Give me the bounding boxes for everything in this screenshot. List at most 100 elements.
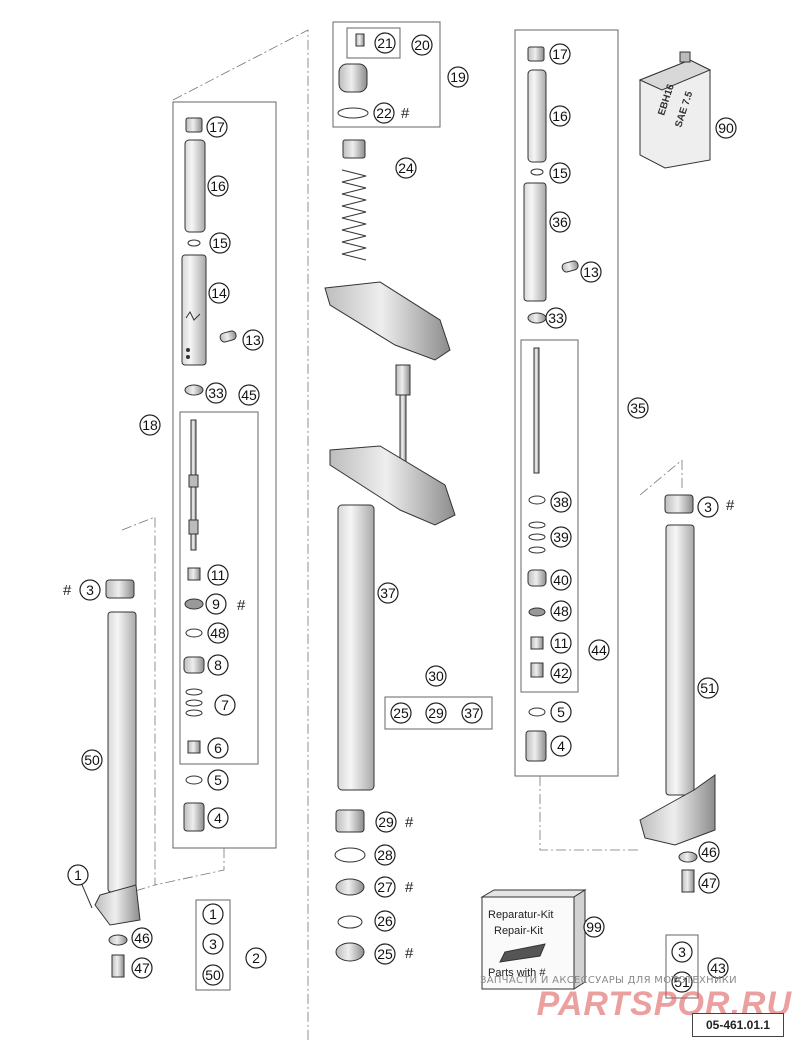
callout-circle xyxy=(697,496,719,518)
callout-label: 27 xyxy=(377,879,393,895)
callout-label: 42 xyxy=(553,665,569,681)
callout-3: 3 xyxy=(79,579,101,601)
callout-circle xyxy=(550,701,572,723)
callout-circle xyxy=(545,307,567,329)
callout-circle xyxy=(131,957,153,979)
callout-36: 36 xyxy=(549,211,571,233)
callout-label: 50 xyxy=(205,967,221,983)
callout-7: 7 xyxy=(214,694,236,716)
callout-circle xyxy=(214,694,236,716)
callout-17: 17 xyxy=(549,43,571,65)
callout-circle xyxy=(207,564,229,586)
callout-circle xyxy=(461,702,483,724)
callout-circle xyxy=(583,916,605,938)
callout-circle xyxy=(580,261,602,283)
center-parts xyxy=(324,33,456,962)
callout-label: 2 xyxy=(252,950,260,966)
callout-42: 42 xyxy=(550,662,572,684)
callout-circle xyxy=(208,282,230,304)
callout-label: 16 xyxy=(210,178,226,194)
callout-label: 4 xyxy=(214,810,222,826)
callout-label: 3 xyxy=(704,499,712,515)
callout-circle xyxy=(131,927,153,949)
callout-20: 20 xyxy=(411,34,433,56)
callout-label: 46 xyxy=(701,844,717,860)
callout-label: 13 xyxy=(583,264,599,280)
callout-circle xyxy=(202,903,224,925)
callout-circle xyxy=(697,677,719,699)
callout-circle xyxy=(373,102,395,124)
callout-11: 11 xyxy=(550,632,572,654)
callout-label: 4 xyxy=(557,738,565,754)
hash-mark: # xyxy=(405,814,414,831)
callout-28: 28 xyxy=(374,844,396,866)
callout-circle xyxy=(374,876,396,898)
callout-label: 11 xyxy=(554,635,569,651)
callout-43: 43 xyxy=(707,957,729,979)
callout-circle xyxy=(67,864,89,886)
callout-label: 48 xyxy=(553,603,569,619)
callout-11: 11 xyxy=(207,564,229,586)
callout-circle xyxy=(374,32,396,54)
callout-label: 26 xyxy=(377,913,393,929)
callout-label: 28 xyxy=(377,847,393,863)
callout-label: 3 xyxy=(678,944,686,960)
callout-circle xyxy=(671,941,693,963)
left-leg-parts xyxy=(79,117,237,978)
callout-27: 27 xyxy=(374,876,396,898)
callout-label: 51 xyxy=(674,974,690,990)
callout-15: 15 xyxy=(209,232,231,254)
callout-label: 47 xyxy=(701,875,717,891)
callout-circle xyxy=(550,491,572,513)
callout-label: 36 xyxy=(552,214,568,230)
watermark-tagline: ЗАПЧАСТИ И АКСЕССУАРЫ ДЛЯ МОТОТЕХНИКИ xyxy=(480,975,737,986)
callout-label: 15 xyxy=(552,165,568,181)
callout-9: 9 xyxy=(205,593,227,615)
callout-21: 21 xyxy=(374,32,396,54)
callout-circle xyxy=(207,807,229,829)
callout-circle xyxy=(377,582,399,604)
callout-label: 46 xyxy=(134,930,150,946)
callout-15: 15 xyxy=(549,162,571,184)
callout-label: 99 xyxy=(586,919,602,935)
callout-label: 35 xyxy=(630,400,646,416)
callout-label: 1 xyxy=(74,867,82,883)
callout-29: 29 xyxy=(425,702,447,724)
callout-label: 25 xyxy=(393,705,409,721)
hash-mark: # xyxy=(405,945,414,962)
callout-46: 46 xyxy=(698,841,720,863)
hash-mark: # xyxy=(237,597,246,614)
callout-label: 50 xyxy=(84,752,100,768)
callout-48: 48 xyxy=(550,600,572,622)
callout-circle xyxy=(202,964,224,986)
group-frames xyxy=(172,21,699,999)
kit-box-label-3: Parts with # xyxy=(488,967,546,979)
callout-circle xyxy=(425,702,447,724)
callout-50: 50 xyxy=(202,964,224,986)
callout-circle xyxy=(207,622,229,644)
callout-label: 19 xyxy=(450,69,466,85)
callout-circle xyxy=(205,382,227,404)
callout-50: 50 xyxy=(81,749,103,771)
callout-13: 13 xyxy=(580,261,602,283)
callout-38: 38 xyxy=(550,491,572,513)
callout-circle xyxy=(698,872,720,894)
callout-circle xyxy=(375,811,397,833)
callout-label: 43 xyxy=(710,960,726,976)
callout-label: 5 xyxy=(557,704,565,720)
callout-circle xyxy=(374,910,396,932)
callout-circle xyxy=(550,526,572,548)
callout-circle xyxy=(238,384,260,406)
callout-circle xyxy=(550,735,572,757)
callout-label: 15 xyxy=(212,235,228,251)
callout-99: 99 xyxy=(583,916,605,938)
callout-label: 33 xyxy=(208,385,224,401)
callout-circle xyxy=(627,397,649,419)
callout-25: 25 xyxy=(390,702,412,724)
callout-44: 44 xyxy=(588,639,610,661)
callout-25: 25 xyxy=(374,943,396,965)
callout-18: 18 xyxy=(139,414,161,436)
callout-3: 3 xyxy=(697,496,719,518)
